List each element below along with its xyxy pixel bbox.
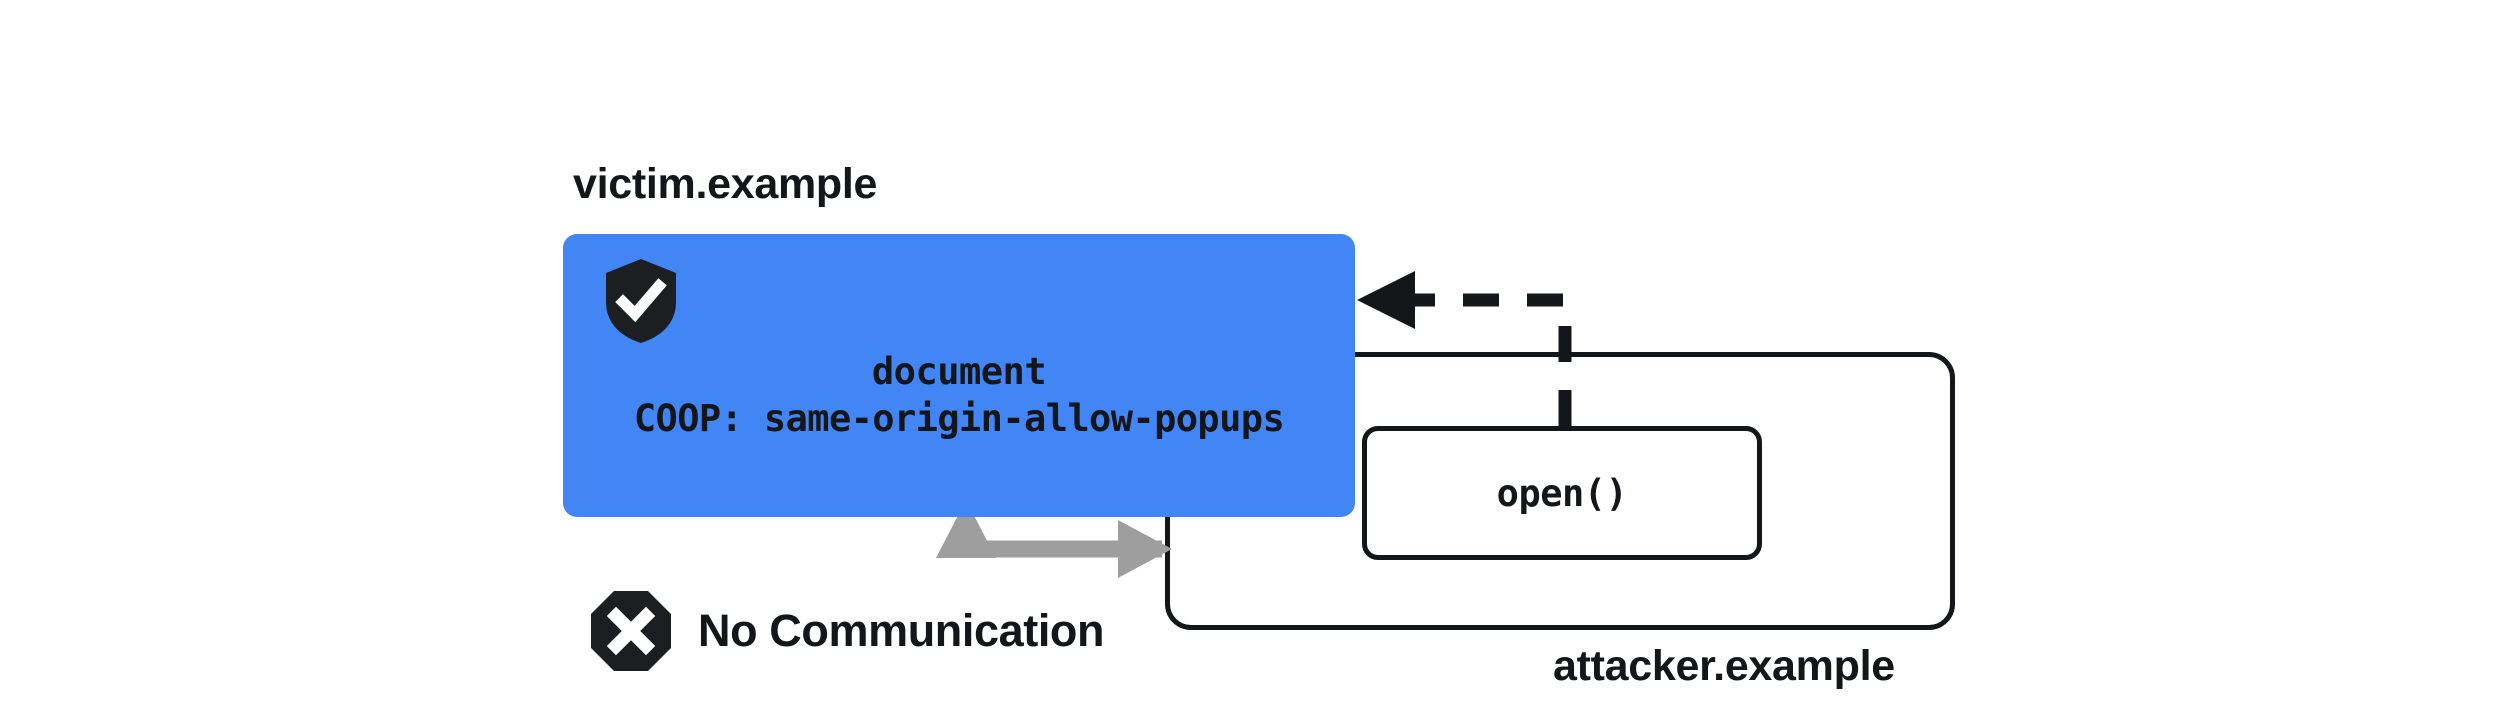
- shield-check-icon: [606, 259, 676, 343]
- open-call-box: open(): [1362, 426, 1762, 560]
- victim-origin-label: victim.example: [573, 160, 878, 208]
- no-communication-label: No Communication: [698, 605, 1105, 656]
- no-communication-marker: No Communication: [590, 590, 1104, 672]
- victim-document-box: document COOP: same-origin-allow-popups: [563, 234, 1355, 517]
- victim-document-text: document COOP: same-origin-allow-popups: [563, 348, 1355, 443]
- attacker-origin-label: attacker.example: [1553, 642, 1895, 690]
- open-call-label: open(): [1496, 471, 1628, 515]
- document-label: document: [871, 350, 1047, 393]
- coop-header-label: COOP: same-origin-allow-popups: [633, 397, 1285, 441]
- octagon-x-icon: [591, 591, 671, 671]
